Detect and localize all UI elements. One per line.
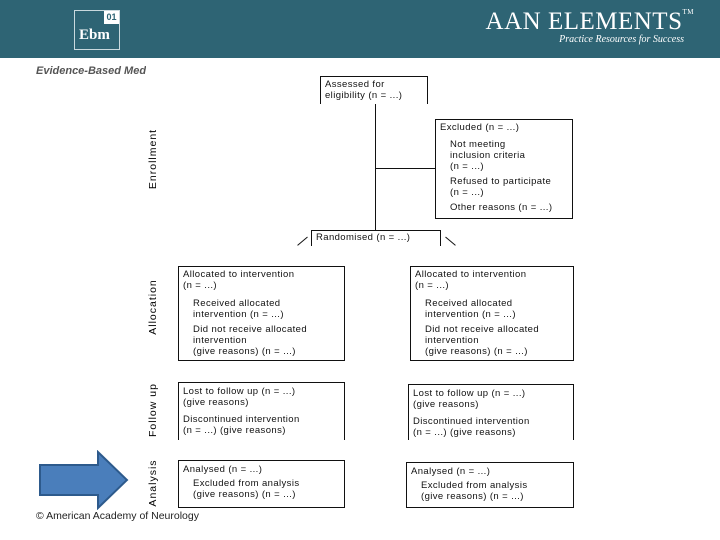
right-arrow-icon <box>39 450 129 510</box>
randomised-box: Randomised (n = ...) <box>311 230 441 246</box>
allocated-left-box: Allocated to intervention (n = ...) Rece… <box>178 266 345 361</box>
connector-line <box>375 168 435 169</box>
connector-line <box>445 236 456 246</box>
ebm-logo: 01 Ebm <box>74 10 120 50</box>
analysed-right-box: Analysed (n = ...) Excluded from analysi… <box>406 462 574 508</box>
analysed-left-box: Analysed (n = ...) Excluded from analysi… <box>178 460 345 508</box>
followup-right-box: Lost to follow up (n = ...) (give reason… <box>408 384 574 440</box>
stage-allocation: Allocation <box>147 279 159 335</box>
brand-name: AAN ELEMENTSTM <box>485 8 694 35</box>
connector-line <box>375 104 376 230</box>
allocated-right-box: Allocated to intervention (n = ...) Rece… <box>410 266 574 361</box>
followup-left-box: Lost to follow up (n = ...) (give reason… <box>178 382 345 440</box>
aan-elements-brand: AAN ELEMENTSTM Practice Resources for Su… <box>486 8 694 45</box>
connector-line <box>297 236 308 246</box>
ebm-subtitle: Evidence-Based Medicine <box>36 65 146 77</box>
brand-tagline: Practice Resources for Success <box>559 34 684 45</box>
assessed-box: Assessed for eligibility (n = ...) <box>320 76 428 104</box>
header-banner: 01 Ebm AAN ELEMENTSTM Practice Resources… <box>0 0 720 58</box>
copyright-footer: © American Academy of Neurology <box>36 510 199 522</box>
ebm-logo-tag: 01 <box>104 11 119 24</box>
stage-enrollment: Enrollment <box>147 128 159 190</box>
ebm-logo-text: Ebm <box>79 27 110 43</box>
excluded-box: Excluded (n = ...) Not meeting inclusion… <box>435 119 573 219</box>
